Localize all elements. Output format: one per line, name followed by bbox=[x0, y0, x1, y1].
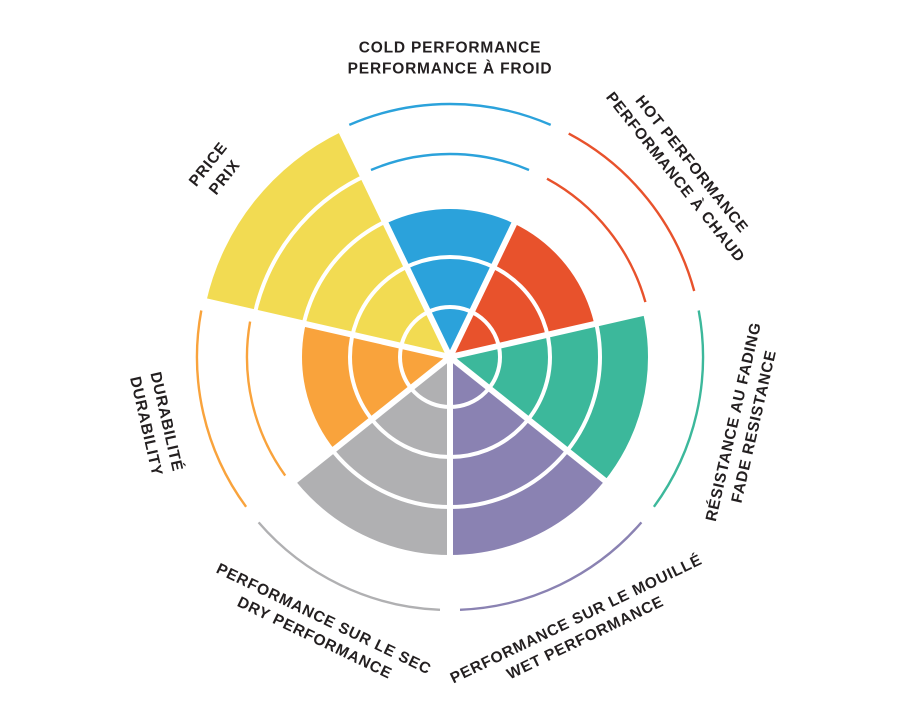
sector-fill-wet-performance bbox=[450, 357, 607, 557]
sector-label-fade-resistance: RÉSISTANCE AU FADINGFADE RESISTANCE bbox=[703, 321, 785, 528]
scale-arc-hot-performance-level-4 bbox=[546, 177, 647, 303]
sector-label-hot-performance: HOT PERFORMANCEPERFORMANCE À CHAUD bbox=[602, 76, 764, 266]
sector-label-dry-performance: PERFORMANCE SUR LE SECDRY PERFORMANCE bbox=[204, 560, 433, 697]
scale-arc-fade-resistance-level-5 bbox=[652, 310, 705, 508]
sector-label-price: PRICEPRIX bbox=[186, 139, 248, 203]
sector-divider bbox=[447, 119, 567, 359]
sector-divider bbox=[333, 119, 453, 359]
scale-arc-dry-performance-level-5 bbox=[257, 521, 441, 611]
sector-label-line: PERFORMANCE SUR LE SEC bbox=[213, 560, 433, 678]
sector-fill-durability bbox=[300, 323, 450, 451]
scale-arc-durability-level-4 bbox=[245, 321, 287, 477]
sector-label-cold-performance: COLD PERFORMANCE PERFORMANCE À FROID bbox=[348, 40, 553, 78]
sector-divider bbox=[449, 295, 707, 360]
sector-divider bbox=[448, 354, 657, 523]
sector-divider bbox=[193, 295, 451, 360]
sector-label-line: PERFORMANCE SUR LE MOUILLÉ bbox=[448, 552, 705, 688]
sector-fill-cold-performance bbox=[384, 207, 516, 357]
scale-arc-durability-level-5 bbox=[195, 310, 248, 508]
sector-label-line: COLD PERFORMANCE bbox=[359, 40, 541, 57]
sector-label-line: HOT PERFORMANCE bbox=[632, 93, 752, 237]
scale-arc-cold-performance-level-5 bbox=[348, 102, 552, 127]
sector-fill-price bbox=[206, 131, 450, 357]
scale-arc-cold-performance-level-4 bbox=[370, 152, 530, 172]
sector-label-line: PERFORMANCE À FROID bbox=[348, 61, 553, 78]
sector-divider bbox=[243, 354, 452, 523]
scale-arc-hot-performance-level-5 bbox=[568, 132, 696, 292]
scale-arc-wet-performance-level-5 bbox=[459, 521, 643, 611]
sector-label-durability: DURABILITÉDURABILITY bbox=[126, 370, 186, 478]
sector-fill-dry-performance bbox=[293, 357, 450, 557]
